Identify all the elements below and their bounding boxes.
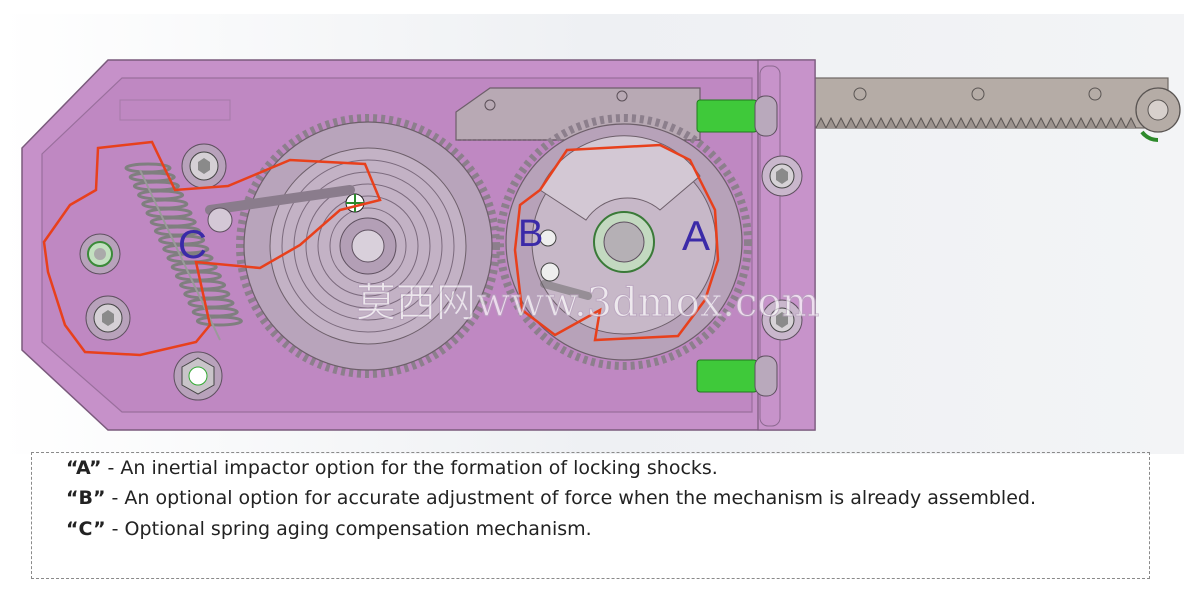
legend-item-c: “C” - Optional spring aging compensation… — [66, 518, 592, 540]
legend-key-b: “B” — [66, 487, 106, 509]
legend-item-a: “A” - An inertial impactor option for th… — [66, 457, 718, 479]
outline-c — [42, 140, 382, 357]
legend-text-b: - An optional option for accurate adjust… — [105, 487, 1037, 509]
rack-bar — [769, 77, 1181, 142]
legend-key-a: “A” — [66, 457, 102, 479]
callout-c: C — [178, 223, 207, 267]
bolts — [79, 143, 803, 401]
watermark: 莫西网www.3dmox.com — [356, 280, 819, 326]
spring-assembly — [124, 162, 355, 341]
legend-key-c: “C” — [66, 518, 106, 540]
spring-coil — [195, 315, 243, 327]
legend-text-a: - An inertial impactor option for the fo… — [101, 457, 718, 479]
highlight-outlines — [42, 140, 720, 357]
callout-b: B — [518, 213, 543, 255]
drive-gear — [496, 114, 752, 370]
legend-box — [31, 452, 1150, 579]
legend-item-b: “B” - An optional option for accurate ad… — [66, 487, 1036, 509]
legend-text-c: - Optional spring aging compensation mec… — [105, 518, 592, 540]
outline-a — [513, 143, 720, 342]
green-pins — [696, 95, 778, 397]
callout-a: A — [682, 212, 710, 259]
